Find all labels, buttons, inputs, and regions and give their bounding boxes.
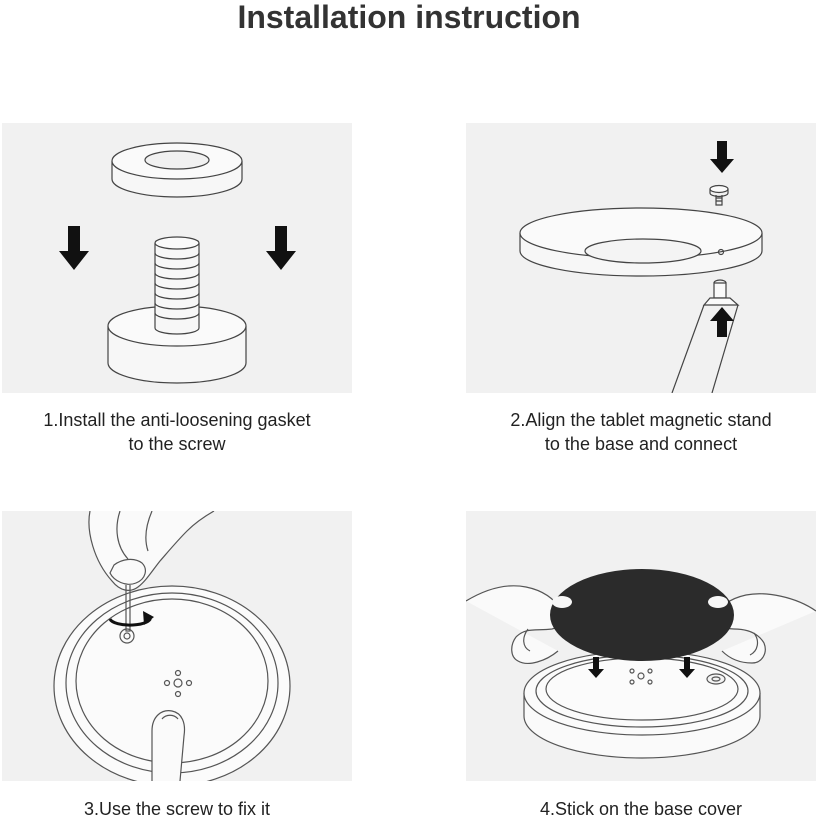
down-arrow-icon xyxy=(679,657,695,678)
step-3-svg xyxy=(53,511,291,781)
down-arrow-icon xyxy=(266,226,296,270)
step-4-illustration xyxy=(466,511,816,781)
step-3-caption: 3.Use the screw to fix it xyxy=(2,797,352,821)
hand-with-screwdriver xyxy=(88,511,215,632)
down-arrow-icon xyxy=(59,226,89,270)
base-holes xyxy=(163,669,193,698)
step-2-caption-line2: to the base and connect xyxy=(544,434,738,454)
up-arrow-icon xyxy=(710,307,734,337)
step-3-caption-line1: 3.Use the screw to fix it xyxy=(83,799,271,819)
base-plate xyxy=(523,650,761,759)
step-4-caption-line1: 4.Stick on the base cover xyxy=(539,799,743,819)
base-holes xyxy=(629,668,653,685)
step-4-caption: 4.Stick on the base cover xyxy=(466,797,816,821)
base-plate xyxy=(519,207,763,277)
left-hand xyxy=(466,585,565,664)
step-2-caption: 2.Align the tablet magnetic stand to the… xyxy=(466,408,816,456)
gasket xyxy=(111,142,243,198)
step-2-illustration xyxy=(466,123,816,393)
threaded-screw xyxy=(154,236,200,335)
rotate-arrow-icon xyxy=(108,611,154,627)
thumb xyxy=(151,710,186,781)
step-2-svg xyxy=(519,141,763,393)
small-screw xyxy=(709,184,729,206)
down-arrow-icon xyxy=(588,657,604,678)
down-arrow-icon xyxy=(710,141,734,173)
page-title: Installation instruction xyxy=(237,0,581,35)
step-3-illustration xyxy=(2,511,352,781)
step-1-caption-line1: 1.Install the anti-loosening gasket xyxy=(43,410,311,430)
step-1-caption: 1.Install the anti-loosening gasket to t… xyxy=(2,408,352,456)
step-4-svg xyxy=(466,569,816,759)
magnetic-stand-arm xyxy=(671,279,740,393)
step-1-caption-line2: to the screw xyxy=(128,434,226,454)
step-1-illustration xyxy=(2,123,352,393)
base-cover xyxy=(550,569,734,661)
base-plate-top-view xyxy=(53,585,291,781)
step-2-caption-line1: 2.Align the tablet magnetic stand xyxy=(510,410,772,430)
right-hand xyxy=(717,593,816,664)
step-1-svg xyxy=(59,142,296,384)
